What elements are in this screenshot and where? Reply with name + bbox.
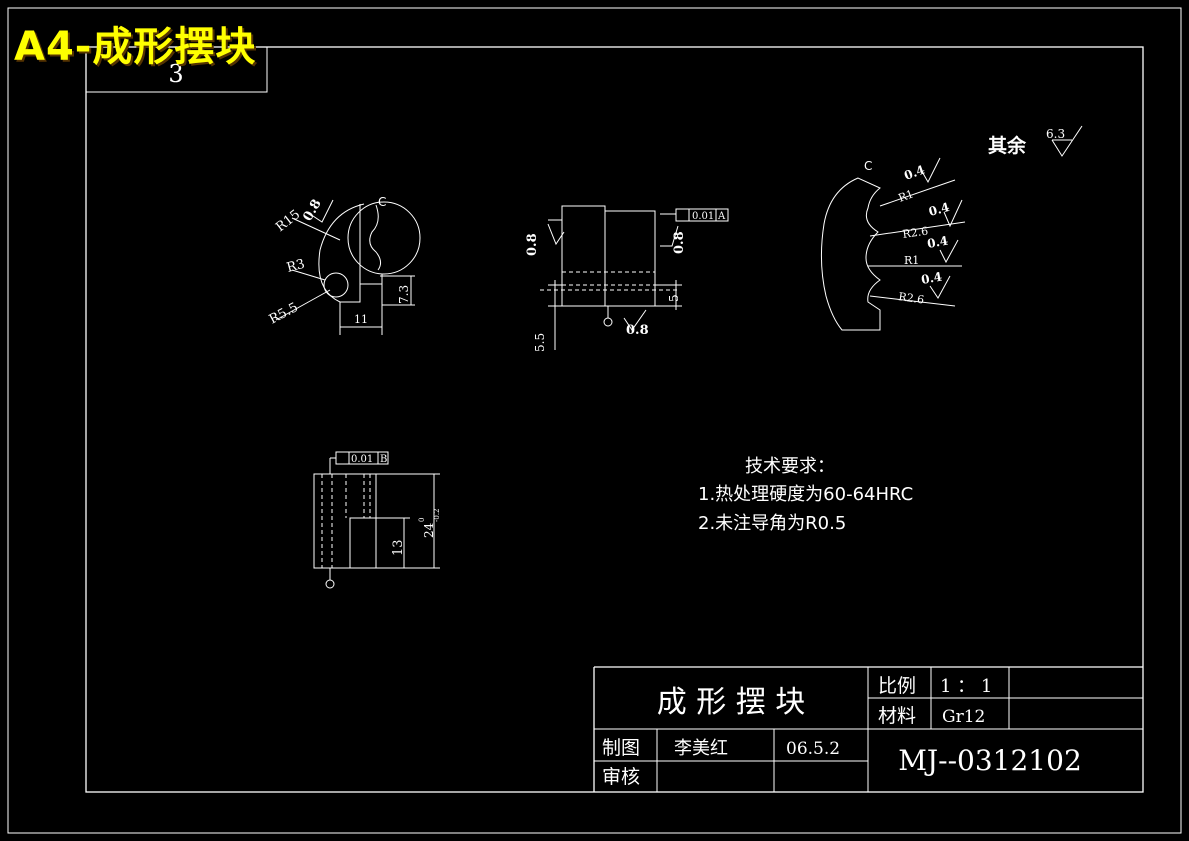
view4-tol-low: -0.2 xyxy=(433,509,441,523)
part-name: 成 形 摆 块 xyxy=(657,685,806,720)
view1-dim-73: 7.3 xyxy=(397,285,411,304)
roughness-other-label: 其余 xyxy=(988,134,1027,157)
view2-dim-5: 5 xyxy=(667,294,681,302)
view2-tol: 0.01 xyxy=(692,211,714,222)
drawn-name: 李美红 xyxy=(674,738,728,759)
view3-r26a: R2.6 xyxy=(902,225,929,241)
roughness-symbol-icon xyxy=(1051,125,1083,157)
scale-label: 比例 xyxy=(878,675,916,697)
material-value: Gr12 xyxy=(942,707,985,727)
sheet-number: 3 xyxy=(168,60,183,88)
view4-dim-24: 24 xyxy=(422,522,436,538)
view4-datum: B xyxy=(380,454,387,465)
view2-ra-right: 0.8 xyxy=(672,231,687,254)
check-label: 审核 xyxy=(602,766,640,788)
view2-ra-bottom: 0.8 xyxy=(626,323,649,338)
view2-datum: A xyxy=(717,211,726,222)
roughness-other-value: 6.3 xyxy=(1046,127,1065,141)
drawn-date: 06.5.2 xyxy=(786,739,840,759)
view-2 xyxy=(540,205,729,350)
view1-r15: R15 xyxy=(273,207,303,235)
scale-value: 1 ： 1 xyxy=(940,676,992,697)
view-3 xyxy=(820,157,966,331)
view3-ra1: 0.4 xyxy=(902,163,926,183)
view3-ra3: 0.4 xyxy=(926,234,949,251)
view1-dim-11: 11 xyxy=(354,313,368,326)
view1-r55: R5.5 xyxy=(267,300,301,328)
view3-ra4: 0.4 xyxy=(920,270,943,287)
view4-tol-up: 0 xyxy=(418,518,426,522)
view3-r1b: R1 xyxy=(904,254,919,267)
inner-border xyxy=(85,46,1144,793)
view2-dim-55: 5.5 xyxy=(533,333,547,352)
view3-r1a: R1 xyxy=(897,187,916,204)
view3-c: C xyxy=(864,159,872,173)
view-4 xyxy=(313,451,440,589)
tech-line-1: 1.热处理硬度为60-64HRC xyxy=(698,484,913,505)
overlay-title: A4-成形摆块 xyxy=(14,24,257,70)
view3-r26b: R2.6 xyxy=(898,290,925,306)
sheet-number-box xyxy=(85,46,268,93)
view-1 xyxy=(275,199,421,335)
view4-dim-13: 13 xyxy=(391,539,406,556)
view1-c: C xyxy=(378,195,386,209)
drawing-number: MJ--0312102 xyxy=(898,744,1082,777)
view1-r3: R3 xyxy=(285,257,306,276)
view1-ra: 0.8 xyxy=(300,197,324,224)
view4-tol: 0.01 xyxy=(351,454,373,465)
tech-heading: 技术要求： xyxy=(745,456,835,477)
drawn-label: 制图 xyxy=(602,737,640,759)
material-label: 材料 xyxy=(878,705,916,727)
title-block xyxy=(593,666,1143,792)
tech-line-2: 2.未注导角为R0.5 xyxy=(698,513,846,534)
view2-ra-left: 0.8 xyxy=(525,233,540,256)
view3-ra2: 0.4 xyxy=(927,200,951,219)
outer-border xyxy=(7,7,1182,834)
